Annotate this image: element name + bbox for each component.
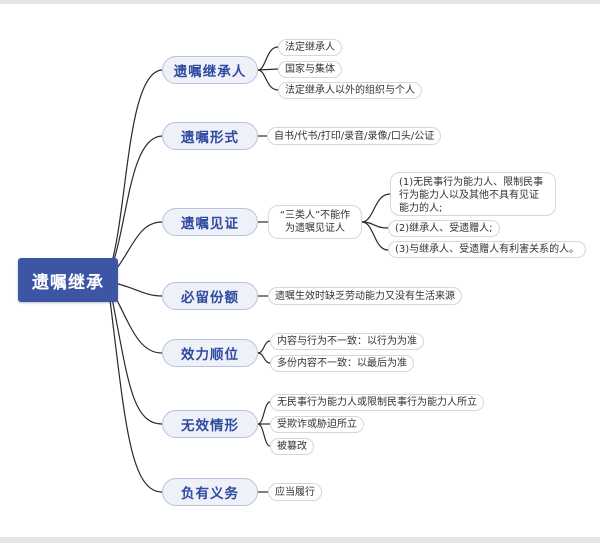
link-b6-leaf-3 — [257, 423, 271, 447]
leaf-invalid-1[interactable]: 无民事行为能力人或限制民事行为能力人所立 — [270, 394, 484, 411]
branch-obligation[interactable]: 负有义务 — [162, 478, 258, 506]
leaf-heir-state[interactable]: 国家与集体 — [278, 61, 342, 78]
link-mid-leaf-3 — [361, 221, 389, 251]
leaf-obligation[interactable]: 应当履行 — [268, 483, 322, 501]
leaf-witness-1[interactable]: (1)无民事行为能力人、限制民事行为能力人以及其他不具有见证能力的人; — [390, 172, 556, 216]
link-root-branch-3 — [113, 221, 163, 273]
branch-witness[interactable]: 遗嘱见证 — [162, 208, 258, 236]
leaf-witness-2[interactable]: (2)继承人、受遗赠人; — [388, 220, 500, 237]
leaf-heir-other[interactable]: 法定继承人以外的组织与个人 — [278, 82, 422, 99]
link-root-branch-5 — [113, 293, 163, 354]
leaf-heir-legal[interactable]: 法定继承人 — [278, 39, 342, 56]
branch-reserved-share[interactable]: 必留份额 — [162, 282, 258, 310]
leaf-invalid-3[interactable]: 被篡改 — [270, 438, 314, 455]
link-root-branch-6 — [111, 297, 163, 425]
leaf-invalid-2[interactable]: 受欺诈或胁迫所立 — [270, 416, 364, 433]
link-b1-leaf-2 — [257, 68, 279, 71]
branch-form[interactable]: 遗嘱形式 — [162, 122, 258, 150]
link-b5-leaf-1 — [257, 340, 271, 354]
link-b6-leaf-1 — [257, 401, 271, 425]
link-root-branch-4 — [117, 283, 163, 297]
leaf-form-types[interactable]: 自书/代书/打印/录音/录像/口头/公证 — [267, 127, 442, 145]
branch-invalid[interactable]: 无效情形 — [162, 410, 258, 438]
leaf-reserved-share[interactable]: 遗嘱生效时缺乏劳动能力又没有生活来源 — [268, 287, 462, 305]
root-topic[interactable]: 遗嘱继承 — [18, 258, 118, 302]
bottom-frame-bar — [0, 537, 600, 543]
branch-heir[interactable]: 遗嘱继承人 — [162, 56, 258, 84]
leaf-witness-3[interactable]: (3)与继承人、受遗赠人有利害关系的人。 — [388, 241, 587, 258]
link-b5-leaf-2 — [257, 352, 271, 364]
top-frame-bar — [0, 0, 600, 4]
leaf-priority-1[interactable]: 内容与行为不一致：以行为为准 — [270, 333, 424, 350]
link-b1-leaf-1 — [257, 46, 279, 71]
witness-rule[interactable]: “三类人”不能作为遗嘱见证人 — [268, 205, 362, 239]
link-b1-leaf-3 — [257, 69, 279, 91]
link-root-branch-1 — [111, 69, 163, 263]
leaf-priority-2[interactable]: 多份内容不一致：以最后为准 — [270, 355, 414, 372]
link-mid-leaf-1 — [361, 193, 391, 223]
branch-priority[interactable]: 效力顺位 — [162, 339, 258, 367]
link-root-branch-7 — [109, 299, 163, 493]
link-root-branch-2 — [111, 135, 163, 267]
